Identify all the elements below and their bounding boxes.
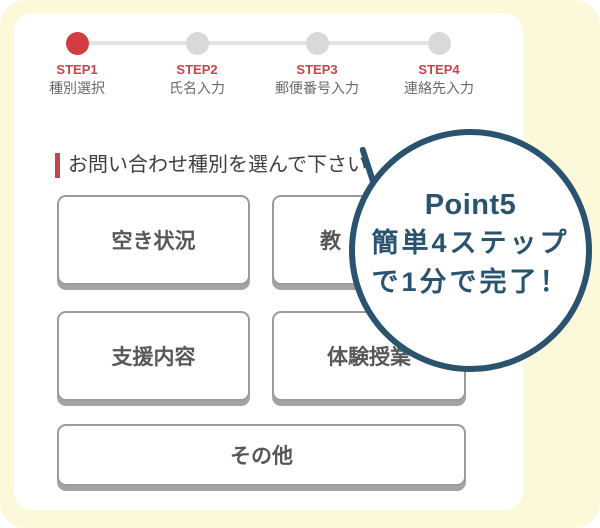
- step3-label: STEP3 郵便番号入力: [252, 61, 382, 98]
- step3-sublabel: 郵便番号入力: [275, 80, 359, 96]
- step-progress-track: [77, 41, 440, 45]
- choice-button-availability[interactable]: 空き状況: [57, 195, 250, 285]
- choice-button-trial-lesson[interactable]: 体験授業: [272, 311, 466, 401]
- step3-dot: [306, 32, 329, 55]
- step3-title: STEP3: [296, 62, 338, 77]
- step1-dot: [66, 32, 89, 55]
- choice-button-other[interactable]: その他: [57, 424, 466, 486]
- step2-dot: [186, 32, 209, 55]
- step1-sublabel: 種別選択: [49, 80, 105, 96]
- step2-label: STEP2 氏名入力: [132, 61, 262, 98]
- step4-dot: [428, 32, 451, 55]
- step4-sublabel: 連絡先入力: [404, 80, 474, 96]
- point5-callout-content: Point5 簡単4ステップ で1分で完了！: [371, 187, 569, 302]
- step1-label: STEP1 種別選択: [12, 61, 142, 98]
- point5-callout-circle: Point5 簡単4ステップ で1分で完了！: [349, 129, 592, 372]
- section-heading: お問い合わせ種別を選んで下さい: [68, 154, 367, 176]
- heading-accent-bar: [55, 153, 60, 178]
- step1-title: STEP1: [56, 62, 98, 77]
- step4-label: STEP4 連絡先入力: [374, 61, 504, 98]
- point5-title: Point5: [424, 189, 517, 221]
- step2-sublabel: 氏名入力: [169, 80, 225, 96]
- step4-title: STEP4: [418, 62, 460, 77]
- step2-title: STEP2: [176, 62, 218, 77]
- choice-button-support-details[interactable]: 支援内容: [57, 311, 250, 401]
- point5-line2: で1分で完了！: [371, 267, 570, 297]
- point5-line1: 簡単4ステップ: [371, 228, 570, 258]
